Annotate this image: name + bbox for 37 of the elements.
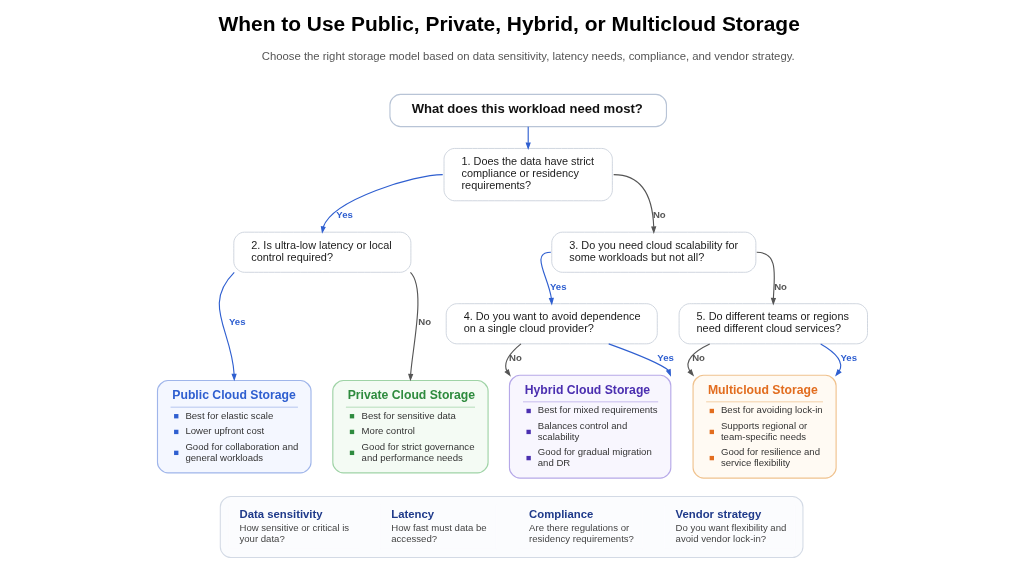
node-text: Vendor strategy Do you want flexibility and avoid vendor lock-in? xyxy=(675,507,786,544)
node-box: 3. Do you need cloud scalability for some workloads but not all? xyxy=(550,231,756,273)
node-box: Hybrid Cloud Storage Best for mixed requirements Balances control and scalability Good for gradual migration and DR xyxy=(508,374,671,479)
node-text: Compliance Are there regulations or residency requirements? xyxy=(528,507,634,544)
edge-label: No xyxy=(652,209,666,221)
cluster xyxy=(219,495,803,559)
arrow xyxy=(607,343,671,377)
node-box: 1. Does the data have strict compliance or residency requirements? xyxy=(443,148,613,202)
edge-label: Yes xyxy=(228,316,246,328)
edge-label: Yes xyxy=(656,352,674,364)
arrow xyxy=(320,174,443,234)
node-box: 2. Is ultra-low latency or local control required? xyxy=(232,231,411,273)
edge-label: No xyxy=(508,352,522,364)
node-text: Data sensitivity How sensitive or critical is your data? xyxy=(238,507,349,544)
edge-label: Yes xyxy=(549,280,567,292)
arrow xyxy=(819,343,842,377)
node-box: 5. Do different teams or regions need different cloud services? xyxy=(678,303,868,345)
arrow xyxy=(686,343,710,377)
edge-label: No xyxy=(691,352,705,364)
node-box: Private Cloud Storage Best for sensitive data More control Good for strict governance and performance needs xyxy=(331,379,489,474)
arrow xyxy=(407,271,418,382)
diagram-title: When to Use Public, Private, Hybrid, or Multicloud Storage xyxy=(218,11,800,35)
arrow xyxy=(612,174,656,234)
node-box: Multicloud Storage Best for avoiding lock-in Supports regional or team-specific needs Good for resilience and service flexibility xyxy=(692,374,837,479)
edge-label: No xyxy=(773,280,787,292)
node-box: Public Cloud Storage Best for elastic scale Lower upfront cost Good for collaboration and general workloads xyxy=(156,379,312,474)
node-box: 4. Do you want to avoid dependence on a single cloud provider? xyxy=(445,303,658,345)
arrow xyxy=(539,251,554,306)
node-box: What does this workload need most? xyxy=(388,93,667,128)
node-text: Latency How fast must data be accessed? xyxy=(390,507,487,544)
arrow xyxy=(503,343,522,377)
edge-label: Yes xyxy=(335,209,353,221)
arrow xyxy=(755,251,776,306)
arrow xyxy=(218,271,237,382)
label: Choose the right storage model based on data sensitivity, latency needs, compliance, and vendor strategy. xyxy=(261,49,795,62)
edge-label: Yes xyxy=(839,352,857,364)
edge-label: No xyxy=(417,316,431,328)
